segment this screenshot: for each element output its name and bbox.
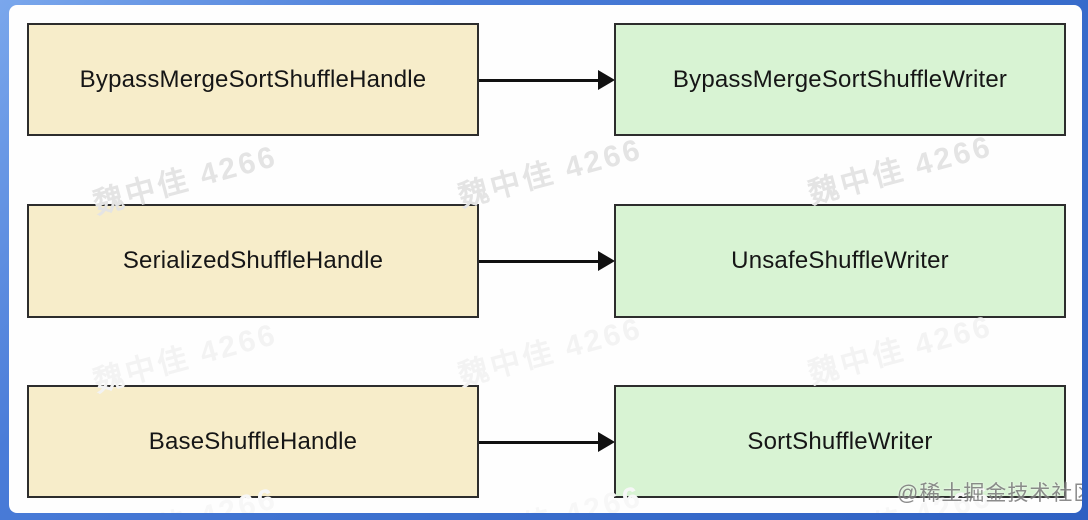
- arrow-head-icon: [598, 70, 615, 90]
- node-label: UnsafeShuffleWriter: [731, 247, 949, 274]
- arrow-shaft: [479, 259, 601, 263]
- writer-node-bypass-merge-sort: BypassMergeSortShuffleWriter: [614, 23, 1066, 136]
- arrow-shaft: [479, 78, 601, 82]
- writer-node-sort: SortShuffleWriter: [614, 385, 1066, 498]
- diagram-canvas: BypassMergeSortShuffleHandle BypassMerge…: [9, 5, 1082, 513]
- handle-node-bypass-merge-sort: BypassMergeSortShuffleHandle: [27, 23, 479, 136]
- author-watermark: 魏中佳 4266: [454, 132, 647, 214]
- arrow-row-1: [479, 70, 615, 90]
- node-label: SerializedShuffleHandle: [122, 247, 384, 274]
- arrow-head-icon: [598, 251, 615, 271]
- arrow-row-3: [479, 432, 615, 452]
- writer-node-unsafe: UnsafeShuffleWriter: [614, 204, 1066, 318]
- handle-node-base: BaseShuffleHandle: [27, 385, 479, 498]
- arrow-row-2: [479, 251, 615, 271]
- node-label: BaseShuffleHandle: [148, 427, 358, 455]
- node-label: BypassMergeSortShuffleWriter: [672, 65, 1008, 93]
- arrow-shaft: [479, 440, 601, 444]
- handle-node-serialized: SerializedShuffleHandle: [27, 204, 479, 318]
- node-label: SortShuffleWriter: [747, 427, 933, 455]
- arrow-head-icon: [598, 432, 615, 452]
- node-label: BypassMergeSortShuffleHandle: [79, 65, 427, 93]
